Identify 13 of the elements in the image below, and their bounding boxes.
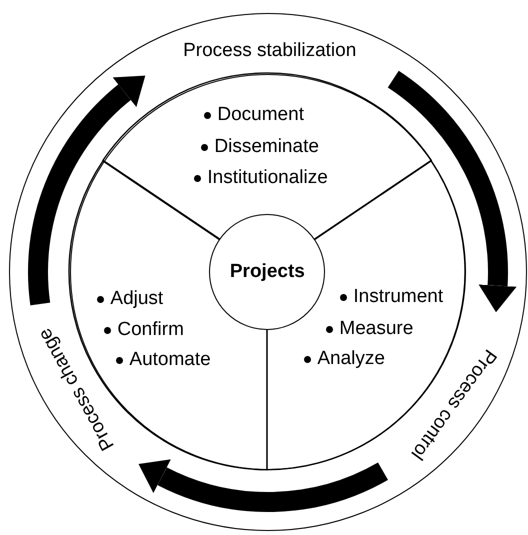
list-item: Disseminate: [214, 136, 319, 158]
stage-label: Process stabilization: [144, 34, 395, 68]
list-item: Document: [217, 104, 304, 126]
list-item: Automate: [129, 349, 211, 372]
curved-arrow: [28, 74, 144, 305]
circle-label: Projects: [230, 261, 305, 284]
list-item: Adjust: [110, 288, 164, 310]
outer-ring: [9, 13, 527, 531]
list-item: Measure: [339, 318, 414, 340]
list-item: Confirm: [117, 319, 184, 342]
list-item: Institutionalize: [207, 167, 328, 190]
list-item: Instrument: [353, 286, 444, 308]
list-item: Analyze: [317, 348, 385, 370]
